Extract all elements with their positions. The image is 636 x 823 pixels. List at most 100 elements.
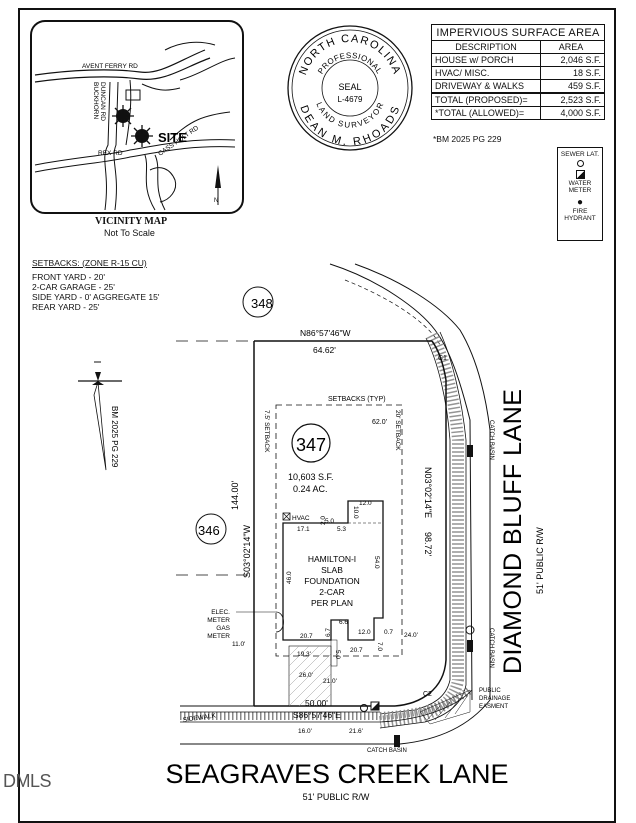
svg-text:PER PLAN: PER PLAN [311,598,353,608]
north-distance: 64.62' [313,345,336,355]
svg-text:METER: METER [207,617,230,624]
sewer-icon [576,160,584,167]
table-row: HVAC/ MISC.18 S.F. [432,66,604,79]
setback-line: REAR YARD - 25' [32,302,100,312]
site-label: SITE [158,130,187,145]
setback-line: FRONT YARD - 20' [32,272,105,282]
svg-text:19.3': 19.3' [297,651,311,658]
catch-basin-label: CATCH BASIN [488,628,494,668]
svg-text:6.7: 6.7 [325,628,332,637]
svg-text:46.0: 46.0 [286,571,293,584]
site-star-icon [112,105,134,127]
seal-drawing: NORTH CAROLINA DEAN M. RHOADS PROFESSION… [287,25,413,151]
svg-text:GAS: GAS [216,625,230,632]
svg-text:21.6': 21.6' [349,728,363,735]
street-diamond-bluff: DIAMOND BLUFF LANE [499,389,527,674]
svg-text:ELEC.: ELEC. [211,609,230,616]
drainage-easement-label: PUBLIC DRAINAGE EASMENT [479,688,510,710]
svg-text:21.0': 21.0' [323,678,337,685]
vicinity-title: VICINITY MAP [95,216,168,227]
fire-hydrant-icon: ● [576,197,584,208]
west-distance: 144.00' [230,480,240,510]
catch-basin-label: CATCH BASIN [367,748,407,754]
svg-text:5.3: 5.3 [337,526,346,533]
svg-text:PUBLIC: PUBLIC [479,688,501,694]
elec-gas-meter-label: ELEC. METER GAS METER [207,609,230,640]
svg-text:2-CAR: 2-CAR [319,587,345,597]
curve-c1: C1 [438,355,447,362]
road-label-buckhorn: BUCKHORN [92,82,99,120]
table-title: IMPERVIOUS SURFACE AREA [436,26,600,39]
legend-sewer: SEWER LAT. [560,151,600,158]
legend-water: WATER METER [568,180,592,194]
svg-text:26.0': 26.0' [299,672,313,679]
house-dimensions: 12.0 10.0 17.1 5.0 5.3 2.0 54.0 46.0 6.6… [232,500,418,735]
manhole-icon [465,625,475,635]
watermark-logo: DMLS [3,771,52,791]
svg-text:5.0: 5.0 [325,518,334,525]
road-label-duncan: DUNCAN RD [99,82,106,121]
lot-346-label: 346 [198,523,220,538]
setback-20: 20' SETBACK [394,410,401,451]
lot-area-sf: 10,603 S.F. [288,472,334,482]
west-bearing: S03°02'14"W [242,524,252,578]
setbacks-notes: SETBACKS: (ZONE R-15 CU) FRONT YARD - 20… [32,258,159,312]
svg-text:12.0: 12.0 [359,500,372,507]
legend-hydrant: FIRE HYDRANT [564,208,596,222]
svg-text:SLAB: SLAB [321,565,343,575]
street-diamond-bluff-rw: 51' PUBLIC R/W [535,527,545,594]
catch-basin-icon [394,735,400,747]
setback-line: 2-CAR GARAGE - 25' [32,282,115,292]
sidewalk-label: SIDEWALK [182,712,217,724]
svg-text:20.7: 20.7 [300,633,313,640]
setback-7-5: 7.5' SETBACK [263,410,270,453]
curve-c2: C2 [423,691,432,698]
vicinity-map: AVENT FERRY RD BUCKHORN DUNCAN RD REX RD… [30,20,244,214]
svg-text:7.0: 7.0 [376,642,383,651]
hvac-label: HVAC [292,515,310,522]
vicinity-map-drawing: AVENT FERRY RD BUCKHORN DUNCAN RD REX RD… [30,20,244,214]
road-label-avent-ferry: AVENT FERRY RD [82,63,138,70]
catch-basin-label: CATCH BASIN [488,420,494,460]
vicinity-subtitle: Not To Scale [104,228,155,238]
site-star-icon [131,125,153,147]
north-label: N [214,198,218,204]
seal-number: L-4679 [338,95,363,104]
north-bearing: N86°57'46"W [300,328,351,338]
lot-347-label: 347 [296,435,326,455]
svg-text:20.7: 20.7 [350,647,363,654]
svg-text:METER: METER [207,633,230,640]
sewer-icon [360,704,368,712]
catch-basin-icon [467,445,473,457]
street-seagraves-creek-rw: 51' PUBLIC R/W [303,792,370,802]
svg-text:EASMENT: EASMENT [479,704,508,710]
svg-text:16.0': 16.0' [298,728,312,735]
north-arrow-icon [78,361,122,471]
dim-62: 62.0' [372,419,387,426]
house-label: HAMILTON-I SLAB FOUNDATION 2-CAR PER PLA… [304,554,360,608]
table-total-allowed: *TOTAL (ALLOWED)=4,000 S.F. [432,106,604,119]
symbol-legend: SEWER LAT. WATER METER ● FIRE HYDRANT [557,147,603,241]
svg-text:HAMILTON-I: HAMILTON-I [308,554,356,564]
table-note: *BM 2025 PG 229 [433,134,502,144]
lot-area-ac: 0.24 AC. [293,484,328,494]
east-distance: 98.72' [423,532,433,557]
surveyor-seal: NORTH CAROLINA DEAN M. RHOADS PROFESSION… [282,20,418,156]
svg-text:DRAINAGE: DRAINAGE [479,696,510,702]
south-bearing: S86°57'46"E [293,710,341,720]
svg-text:6.6: 6.6 [339,619,348,626]
east-bearing: N03°02'14"E [423,467,433,518]
street-seagraves-creek: SEAGRAVES CREEK LANE [165,759,508,789]
seal-word: SEAL [338,82,361,92]
north-arrow-icon: N [214,165,221,205]
svg-text:54.0: 54.0 [373,556,380,569]
catch-basin-icon [467,640,473,652]
lot-348-label: 348 [251,296,273,311]
road-label-rex: REX RD [98,150,123,157]
svg-text:24.0': 24.0' [404,632,418,639]
water-meter-icon [575,170,585,179]
svg-text:5.0: 5.0 [334,650,341,659]
south-distance: 50.00' [305,698,328,708]
